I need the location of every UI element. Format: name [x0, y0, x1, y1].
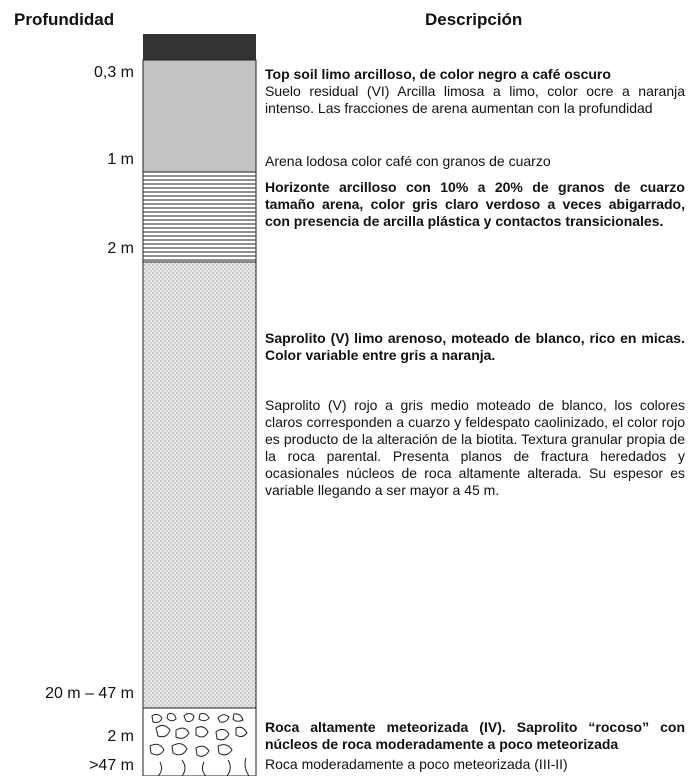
clay-horizon-stripes — [143, 175, 256, 261]
depth-label-2m: 2 m — [107, 240, 134, 257]
description-residual-soil: Suelo residual (VI) Arcilla limosa a lim… — [265, 83, 685, 116]
description-sandy-silt: Arena lodosa color café con granos de cu… — [265, 153, 551, 169]
depth-label-1m: 1 m — [107, 151, 134, 168]
description-moderate-rock: Roca moderadamente a poco meteorizada (I… — [265, 756, 568, 772]
layer-saprolite — [142, 261, 257, 709]
depth-label-20-47m: 20 m – 47 m — [45, 685, 134, 702]
depth-label-0-3m: 0,3 m — [93, 64, 134, 81]
depth-header: Profundidad — [14, 10, 115, 29]
description-saprolite-silt: Saprolito (V) limo arenoso, moteado de b… — [265, 330, 685, 363]
description-clay-horizon: Horizonte arcilloso con 10% a 20% de gra… — [265, 179, 685, 229]
description-topsoil: Top soil limo arcilloso, de color negro … — [265, 66, 611, 82]
layer-residual-soil — [142, 59, 257, 173]
depth-label-2m-rock: 2 m — [107, 728, 134, 745]
depth-label-47m-plus: >47 m — [89, 757, 134, 774]
description-weathered-rock: Roca altamente meteorizada (IV). Saproli… — [265, 719, 685, 752]
description-header: Descripción — [425, 10, 523, 29]
description-saprolite-red: Saprolito (V) rojo a gris medio moteado … — [265, 397, 685, 498]
layer-topsoil — [143, 34, 256, 60]
rock-fragments — [149, 713, 250, 776]
layer-clay-horizon — [142, 171, 257, 263]
